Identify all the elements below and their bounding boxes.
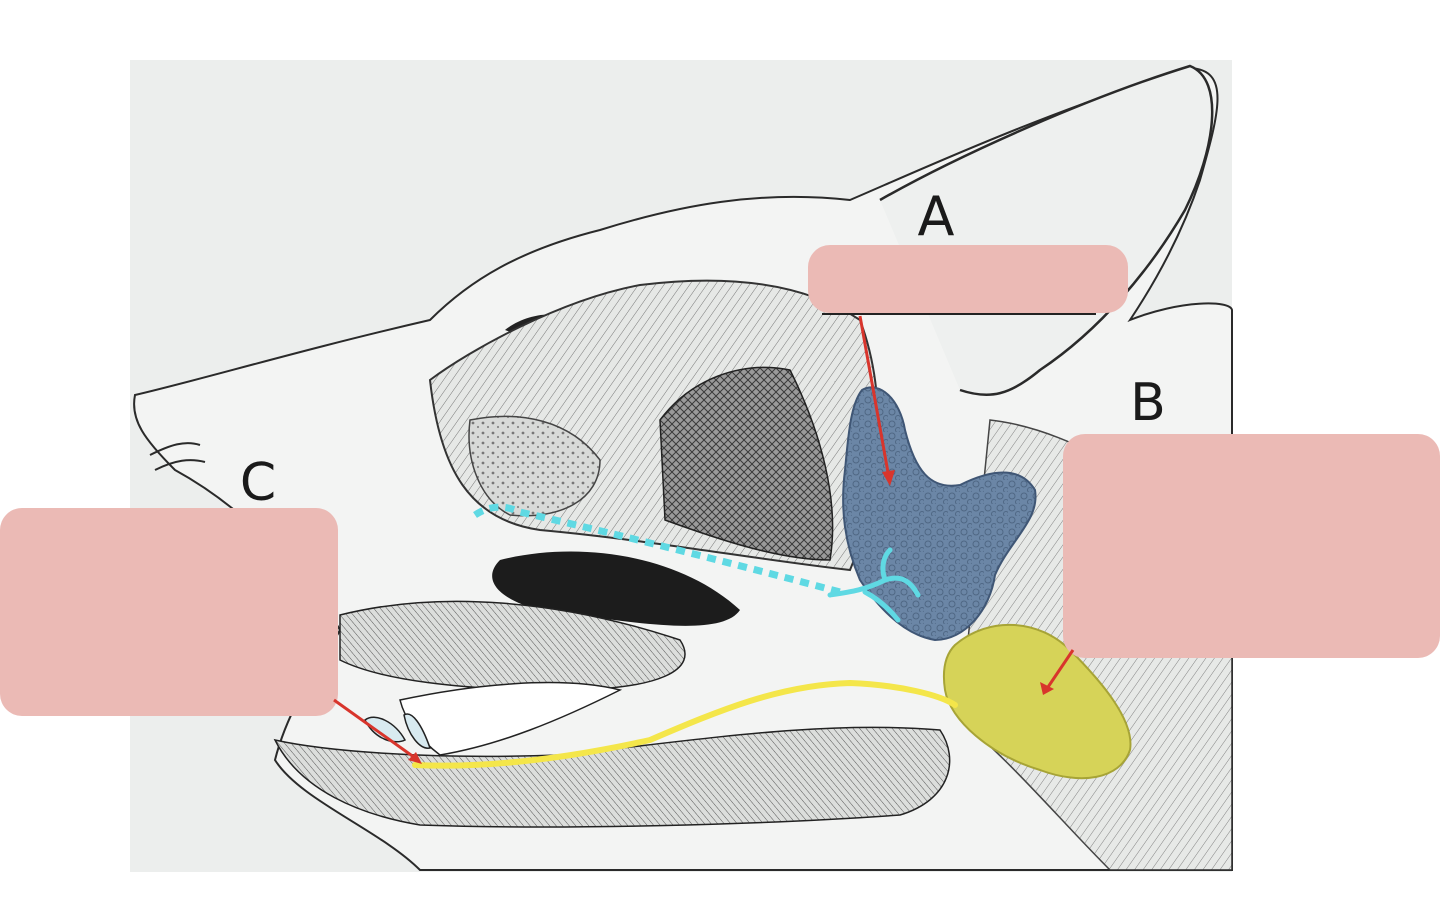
cheek-cluster [468,415,601,517]
duct-cyan-dotted [473,503,841,596]
whiskers [149,442,206,471]
label-box-a[interactable] [808,245,1128,313]
duct-yellow [412,679,958,769]
incisor-2 [403,713,431,749]
pointer-b [1040,649,1075,695]
pointer-c [333,698,422,764]
tongue [339,600,686,691]
lower-jaw [273,726,951,828]
label-letter-b: B [1130,373,1166,433]
nasal-mesh [659,366,834,561]
label-box-b[interactable] [1063,434,1440,658]
incisor-1 [364,716,407,743]
label-letter-c: C [240,453,276,513]
duct-cyan-branches [827,547,921,623]
pointer-a [858,315,895,486]
oral-cavity [492,551,740,626]
gland-b [942,624,1132,780]
label-box-c[interactable] [0,508,338,716]
label-letter-a: A [918,185,955,248]
